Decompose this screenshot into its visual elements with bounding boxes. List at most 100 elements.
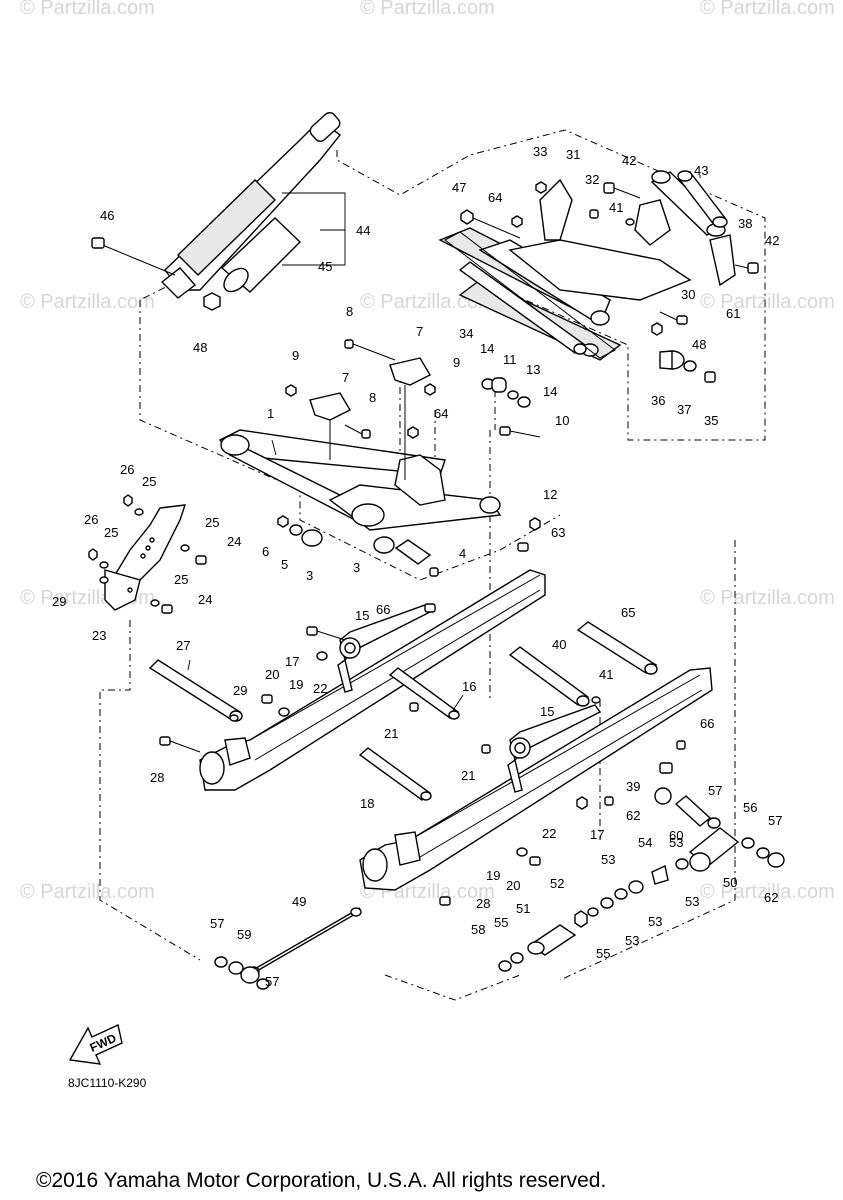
callout-60: 60: [669, 828, 683, 843]
front-arm-hardware: [277, 377, 541, 577]
callout-45: 45: [318, 259, 332, 274]
callout-42: 42: [765, 233, 779, 248]
callout-7: 7: [416, 324, 423, 339]
callout-31: 31: [566, 147, 580, 162]
watermark: © Partzilla.com: [20, 0, 155, 19]
assembly-boundaries: [99, 129, 766, 1001]
callout-25: 25: [205, 515, 219, 530]
callout-19: 19: [289, 677, 303, 692]
callout-38: 38: [738, 216, 752, 231]
callout-47: 47: [452, 180, 466, 195]
callout-26: 26: [120, 462, 134, 477]
front-arm: [218, 339, 502, 531]
callouts: 1 3 3 4 5 6 7 7 8 8 9 9 10 11 12 13 14 1…: [52, 144, 782, 989]
callout-20: 20: [265, 667, 279, 682]
callout-13: 13: [526, 362, 540, 377]
fwd-arrow-icon: FWD: [68, 1024, 123, 1065]
callout-66: 66: [700, 716, 714, 731]
callout-25: 25: [174, 572, 188, 587]
callout-33: 33: [533, 144, 547, 159]
callout-11: 11: [503, 352, 517, 367]
callout-9: 9: [292, 348, 299, 363]
callout-8: 8: [346, 304, 353, 319]
callout-65: 65: [621, 605, 635, 620]
callout-5: 5: [281, 557, 288, 572]
callout-9: 9: [453, 355, 460, 370]
callout-49: 49: [292, 894, 306, 909]
callout-53: 53: [648, 914, 662, 929]
callout-3: 3: [306, 568, 313, 583]
callout-41: 41: [599, 667, 613, 682]
cross-shafts: [148, 621, 658, 976]
shock-absorber: [91, 112, 341, 311]
callout-1: 1: [267, 406, 274, 421]
slide-rail-right: [359, 667, 713, 891]
callout-63: 63: [551, 525, 565, 540]
callout-44: 44: [356, 223, 370, 238]
callout-22: 22: [542, 826, 556, 841]
callout-17: 17: [590, 827, 604, 842]
callout-12: 12: [543, 487, 557, 502]
callout-64: 64: [434, 406, 448, 421]
watermark: © Partzilla.com: [360, 0, 495, 19]
watermark: © Partzilla.com: [700, 291, 835, 313]
watermark: © Partzilla.com: [700, 881, 835, 903]
callout-37: 37: [677, 402, 691, 417]
watermark: © Partzilla.com: [20, 291, 155, 313]
callout-58: 58: [471, 922, 485, 937]
callout-55: 55: [596, 946, 610, 961]
callout-21: 21: [384, 726, 398, 741]
callout-57: 57: [265, 974, 279, 989]
callout-14: 14: [543, 384, 557, 399]
callout-27: 27: [176, 638, 190, 653]
torsion-springs: [337, 604, 602, 793]
idler-wheels: [214, 787, 785, 990]
callout-35: 35: [704, 413, 718, 428]
diagram-code: 8JC1110-K290: [68, 1076, 147, 1090]
callout-48: 48: [193, 340, 207, 355]
callout-46: 46: [100, 208, 114, 223]
callout-43: 43: [694, 163, 708, 178]
callout-4: 4: [459, 546, 466, 561]
callout-24: 24: [198, 592, 212, 607]
callout-32: 32: [585, 172, 599, 187]
callout-62: 62: [764, 890, 778, 905]
callout-57: 57: [210, 916, 224, 931]
callout-57: 57: [768, 813, 782, 828]
callout-8: 8: [369, 390, 376, 405]
callout-62: 62: [626, 808, 640, 823]
copyright: ©2016 Yamaha Motor Corporation, U.S.A. A…: [36, 1169, 606, 1192]
callout-55: 55: [494, 915, 508, 930]
slide-rail-left: [199, 569, 546, 791]
callout-28: 28: [476, 896, 490, 911]
shaft-43: [677, 170, 728, 228]
callout-53: 53: [685, 894, 699, 909]
rail-hardware: [159, 603, 686, 906]
watermark: © Partzilla.com: [700, 587, 835, 609]
shaft-34: [444, 231, 616, 359]
callout-39: 39: [626, 779, 640, 794]
callout-29: 29: [52, 594, 66, 609]
callout-15: 15: [540, 704, 554, 719]
callout-41: 41: [609, 200, 623, 215]
callout-56: 56: [743, 800, 757, 815]
callout-51: 51: [516, 901, 530, 916]
callout-48: 48: [692, 337, 706, 352]
callout-36: 36: [651, 393, 665, 408]
callout-26: 26: [84, 512, 98, 527]
callout-22: 22: [313, 681, 327, 696]
watermark: © Partzilla.com: [20, 881, 155, 903]
callout-28: 28: [150, 770, 164, 785]
callout-15: 15: [355, 608, 369, 623]
callout-20: 20: [506, 878, 520, 893]
watermarks: © Partzilla.com © Partzilla.com © Partzi…: [20, 0, 835, 903]
callout-21: 21: [461, 768, 475, 783]
watermark: © Partzilla.com: [700, 0, 835, 19]
leader-lines: [187, 175, 701, 713]
callout-66: 66: [376, 602, 390, 617]
callout-53: 53: [669, 835, 683, 850]
callout-10: 10: [555, 413, 569, 428]
callout-19: 19: [486, 868, 500, 883]
stopper-strap: [88, 494, 207, 614]
callout-30: 30: [681, 287, 695, 302]
